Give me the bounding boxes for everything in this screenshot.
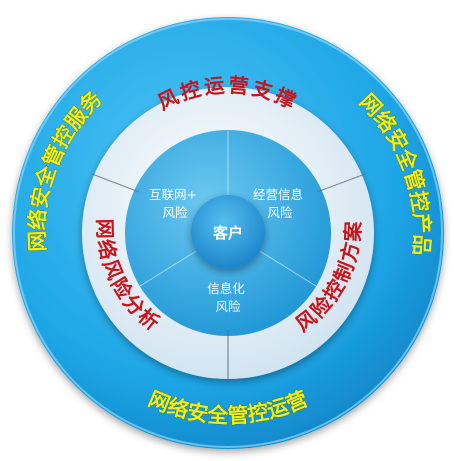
center-label: 客户 bbox=[212, 224, 243, 242]
ring-dividers bbox=[91, 173, 366, 379]
divider-inner-right bbox=[257, 249, 317, 287]
center-disc bbox=[191, 195, 265, 269]
inner-label-upper-right: 经营信息 风险 bbox=[253, 187, 307, 220]
divider-mid-upper-left bbox=[91, 173, 140, 193]
divider-inner-left bbox=[139, 249, 199, 287]
divider-mid-upper-right bbox=[316, 173, 366, 193]
inner-label-upper-left: 互联网+ 风险 bbox=[149, 187, 201, 220]
outer-ring-rim bbox=[13, 18, 443, 448]
inner-dividers bbox=[139, 131, 317, 287]
inner-label-bottom: 信息化 风险 bbox=[207, 281, 249, 314]
